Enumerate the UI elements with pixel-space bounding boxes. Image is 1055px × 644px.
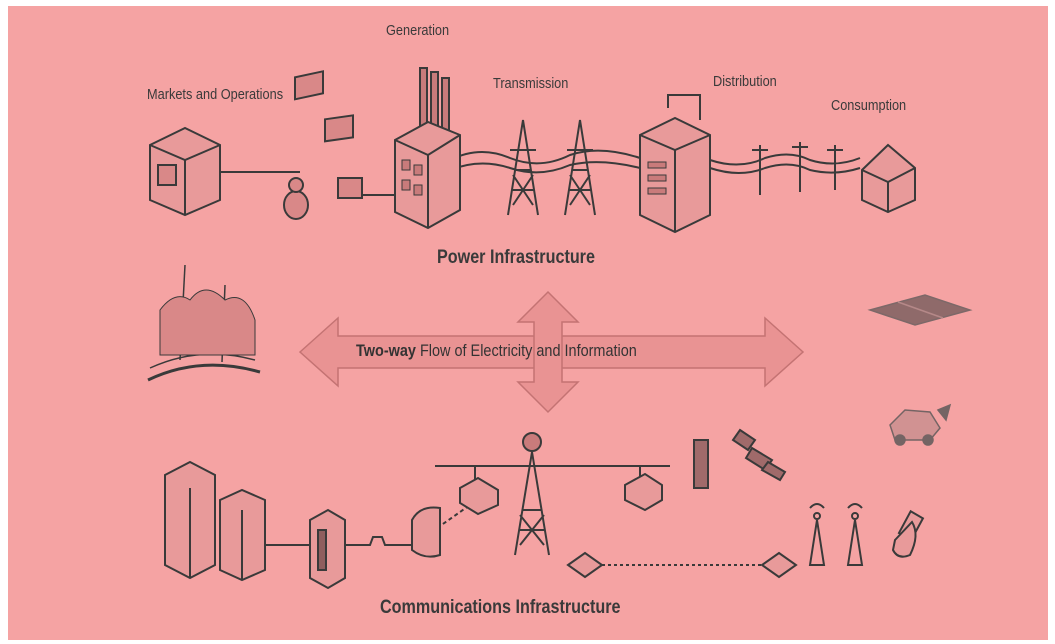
label-two-way-flow: Two-way Flow of Electricity and Informat… xyxy=(356,341,637,361)
router-icon xyxy=(309,472,798,590)
label-two-way-bold: Two-way xyxy=(356,341,416,360)
label-consumption: Consumption xyxy=(831,97,907,114)
radio-tower-icon xyxy=(514,432,550,556)
computer-workstation-icon xyxy=(283,70,363,220)
label-flow-rest: Flow of Electricity and Information xyxy=(415,341,637,360)
label-power-infrastructure: Power Infrastructure xyxy=(437,247,595,268)
label-markets-operations: Markets and Operations xyxy=(147,86,284,103)
antenna-icon xyxy=(808,503,864,566)
transmission-tower-icon xyxy=(507,119,596,216)
satellite-icon xyxy=(693,428,787,489)
label-generation: Generation xyxy=(386,22,450,39)
electric-car-icon xyxy=(889,403,952,446)
label-distribution: Distribution xyxy=(713,73,777,90)
substation-icon xyxy=(639,94,711,234)
two-way-flow-arrow xyxy=(298,290,805,414)
distribution-poles xyxy=(752,142,843,195)
house-icon xyxy=(861,143,916,214)
mobile-phone-icon xyxy=(891,509,925,558)
power-plant-icon xyxy=(394,67,461,230)
label-transmission: Transmission xyxy=(493,75,569,92)
wind-turbine-icon xyxy=(147,264,261,382)
label-communications-infrastructure: Communications Infrastructure xyxy=(380,597,621,618)
solar-panel-icon xyxy=(867,294,973,326)
data-center-icon xyxy=(164,460,266,582)
building-icon xyxy=(149,126,221,217)
